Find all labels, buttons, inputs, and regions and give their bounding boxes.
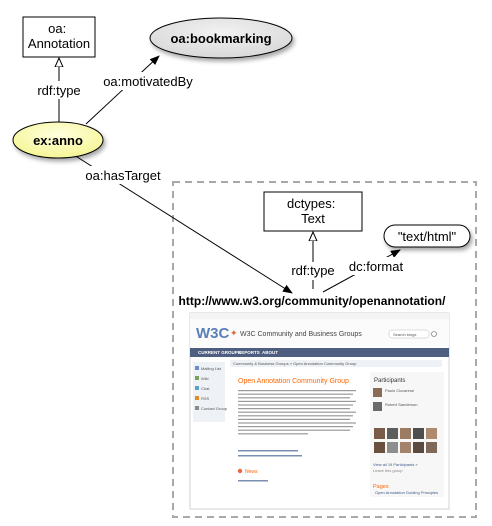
sidebar-item-3[interactable]: RSS [201,396,210,401]
nav-about[interactable]: ABOUT [262,350,278,355]
participant-name[interactable]: Robert Sanderson [385,402,417,407]
nav-bar [190,348,449,357]
webpage-thumbnail: W3C ✦ W3C Community and Business Groups … [189,312,450,510]
edge-label-target-type: rdf:type [291,263,334,278]
view-all-participants[interactable]: View all 19 Participants » [373,462,418,467]
pages-title: Pages [373,484,389,490]
node-annotation-class: oa: Annotation [22,16,96,58]
sidebar-item-4[interactable]: Contact Group [201,406,228,411]
sidebar-icon-2 [195,386,199,390]
node-bookmarking-label: oa:bookmarking [170,31,271,46]
text-line [238,422,356,424]
sidebar-item-0[interactable]: Mailing List [201,366,222,371]
group-description [238,390,356,435]
sidebar-icon-4 [195,406,199,410]
edge-label-motivated-by: oa:motivatedBy [103,74,193,89]
target-region-box [172,181,477,518]
text-line [238,404,353,406]
sidebar-icon-1 [195,376,199,380]
search-icon[interactable] [431,331,437,337]
nav-current-groups[interactable]: CURRENT GROUPS [198,350,241,355]
avatar[interactable] [373,402,382,411]
node-format-literal-label: "text/html" [398,229,457,244]
news-title: News [245,469,258,475]
text-line [238,408,350,410]
text-line [238,415,353,417]
sidebar-item-1[interactable]: Wiki [201,376,209,381]
search-box[interactable] [388,329,430,339]
text-line [238,433,308,435]
avatar[interactable] [413,428,424,439]
nav-reports[interactable]: REPORTS [238,350,260,355]
target-uri[interactable]: http://www.w3.org/community/openannotati… [179,294,447,308]
sidebar-icon-3 [195,396,199,400]
avatar[interactable] [400,442,411,453]
avatar[interactable] [373,388,382,397]
w3c-logo: W3C ✦ [196,325,238,342]
site-title[interactable]: W3C Community and Business Groups [240,331,362,338]
group-title: Open Annotation Community Group [238,378,349,385]
breadcrumb[interactable]: Community & Business Groups » Open Annot… [233,361,357,366]
avatar[interactable] [400,428,411,439]
text-line [238,411,356,413]
avatar[interactable] [374,442,385,453]
node-ex-anno-label: ex:anno [33,133,83,148]
sidebar-icon-0 [195,366,199,370]
avatar[interactable] [413,442,424,453]
node-annotation-class-label: oa: Annotation [28,21,90,51]
text-line [238,418,350,420]
text-line [238,429,350,431]
text-line [238,393,353,395]
node-text-class-label: dctypes: Text [287,196,339,226]
sidebar-item-2[interactable]: Chat [201,386,210,391]
news-icon [237,468,243,474]
edge-label-has-target: oa:hasTarget [85,168,161,183]
text-line [238,426,353,428]
node-bookmarking: oa:bookmarking [149,17,293,59]
svg-text:✦: ✦ [230,328,238,338]
participant-avatars[interactable] [374,428,437,453]
node-format-literal: "text/html" [383,224,471,248]
participants-title: Participants [374,378,405,384]
avatar[interactable] [426,428,437,439]
avatar[interactable] [387,442,398,453]
edge-label-target-format: dc:format [349,259,404,274]
search-placeholder: Search blogs [393,332,416,337]
avatar[interactable] [426,442,437,453]
node-ex-anno: ex:anno [12,121,104,159]
pages-item[interactable]: Open Annotation Guiding Principles [375,490,438,495]
text-line [238,397,350,399]
avatar[interactable] [374,428,385,439]
svg-text:Leave this group: Leave this group [373,468,403,473]
svg-text:W3C: W3C [196,325,230,342]
node-text-class: dctypes: Text [263,191,363,232]
edge-label-anno-type: rdf:type [37,83,80,98]
text-line [238,390,356,392]
avatar[interactable] [387,428,398,439]
participant-name[interactable]: Paolo Ciccarese [385,388,415,393]
text-line [238,400,356,402]
